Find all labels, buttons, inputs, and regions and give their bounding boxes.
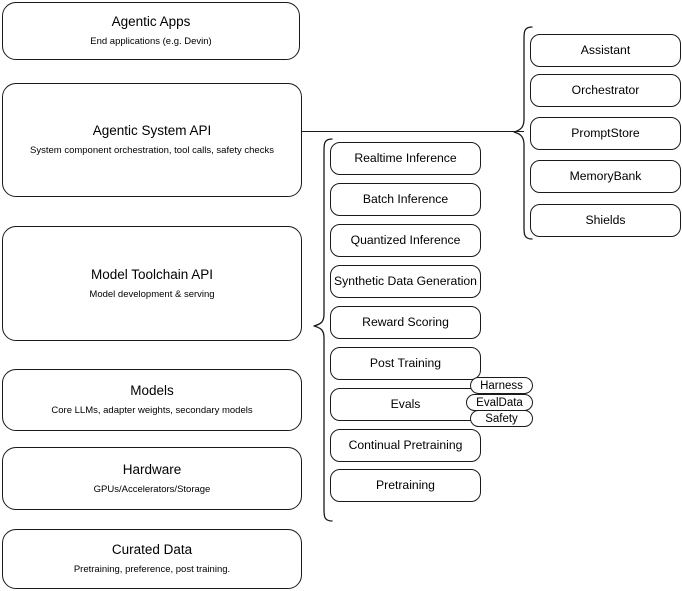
layer-title: Hardware	[122, 461, 182, 477]
layer-subtitle: Model development & serving	[89, 288, 215, 300]
capability-box-post-training[interactable]: Post Training	[330, 347, 481, 380]
evals-subcomponent-harness[interactable]: Harness	[470, 377, 533, 394]
brace-agentic-system	[513, 26, 533, 240]
capability-box-pretraining[interactable]: Pretraining	[330, 469, 481, 502]
evals-subcomponent-safety[interactable]: Safety	[470, 410, 533, 427]
agentic-component-box-assistant[interactable]: Assistant	[530, 34, 681, 67]
capability-label: Evals	[390, 396, 421, 411]
capability-label: Pretraining	[376, 477, 435, 492]
agentic-component-box-shields[interactable]: Shields	[530, 204, 681, 237]
layer-box-model-toolchain-api[interactable]: Model Toolchain API Model development & …	[2, 226, 302, 341]
agentic-component-box-memorybank[interactable]: MemoryBank	[530, 160, 681, 193]
layer-title: Model Toolchain API	[90, 266, 214, 282]
layer-box-models[interactable]: Models Core LLMs, adapter weights, secon…	[2, 369, 302, 431]
capability-label: Post Training	[369, 355, 442, 370]
capability-box-quantized-inference[interactable]: Quantized Inference	[330, 224, 481, 257]
capability-box-synthetic-data-generation[interactable]: Synthetic Data Generation	[330, 265, 481, 298]
layer-box-hardware[interactable]: Hardware GPUs/Accelerators/Storage	[2, 447, 302, 510]
layer-subtitle: Core LLMs, adapter weights, secondary mo…	[51, 405, 253, 416]
layer-title: Curated Data	[111, 542, 193, 558]
layer-box-curated-data[interactable]: Curated Data Pretraining, preference, po…	[2, 529, 302, 589]
layer-subtitle: Pretraining, preference, post training.	[73, 564, 231, 575]
agentic-component-label: Assistant	[580, 42, 631, 57]
capability-label: Quantized Inference	[350, 232, 461, 247]
layer-title: Agentic System API	[92, 123, 212, 139]
layer-title: Agentic Apps	[111, 14, 191, 30]
layer-subtitle: End applications (e.g. Devin)	[90, 36, 212, 47]
capability-label: Batch Inference	[362, 191, 449, 206]
capability-label: Realtime Inference	[354, 150, 457, 165]
agentic-component-box-promptstore[interactable]: PromptStore	[530, 117, 681, 150]
connector-line-agentic-system	[302, 131, 524, 133]
layer-box-agentic-apps[interactable]: Agentic Apps End applications (e.g. Devi…	[2, 2, 300, 60]
layer-subtitle: System component orchestration, tool cal…	[30, 145, 274, 156]
capability-box-realtime-inference[interactable]: Realtime Inference	[330, 142, 481, 175]
agentic-component-label: Shields	[585, 212, 626, 227]
capability-box-continual-pretraining[interactable]: Continual Pretraining	[330, 429, 481, 462]
capability-label: Reward Scoring	[362, 314, 449, 329]
layer-subtitle: GPUs/Accelerators/Storage	[93, 483, 211, 495]
capability-label: Continual Pretraining	[348, 437, 463, 452]
agentic-component-label: PromptStore	[571, 125, 640, 140]
capability-box-batch-inference[interactable]: Batch Inference	[330, 183, 481, 216]
agentic-component-box-orchestrator[interactable]: Orchestrator	[530, 74, 681, 107]
capability-label: Synthetic Data Generation	[334, 273, 477, 288]
layer-title: Models	[130, 383, 174, 399]
agentic-component-label: Orchestrator	[571, 82, 640, 97]
agentic-component-label: MemoryBank	[569, 168, 642, 183]
layer-box-agentic-system-api[interactable]: Agentic System API System component orch…	[2, 83, 302, 197]
evals-subcomponent-evaldata[interactable]: EvalData	[466, 394, 533, 411]
brace-model-toolchain	[313, 138, 333, 522]
capability-box-evals[interactable]: Evals	[330, 388, 481, 421]
capability-box-reward-scoring[interactable]: Reward Scoring	[330, 306, 481, 339]
